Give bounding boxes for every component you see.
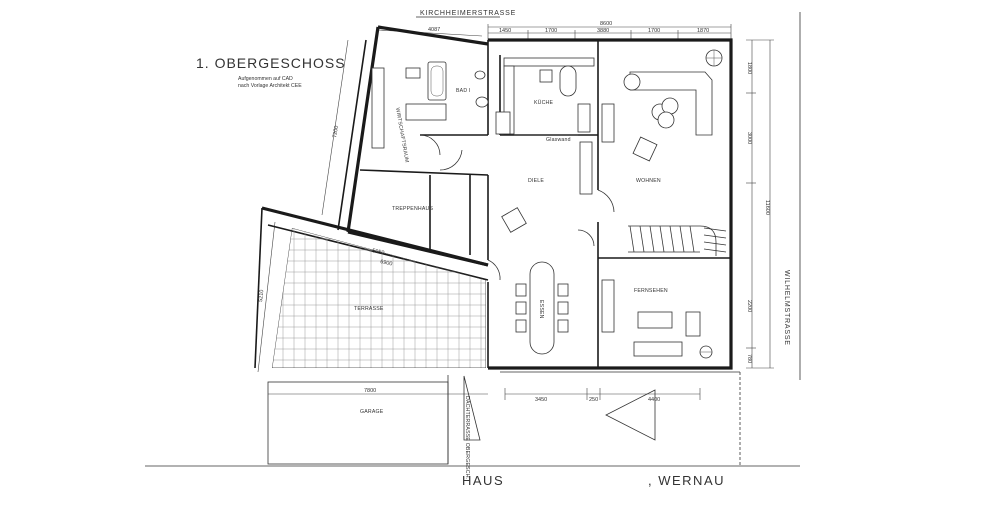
bath-counter (405, 103, 447, 121)
dim-stair-b: 6900 (380, 259, 393, 267)
door-arc-wirtschaft (419, 134, 441, 156)
tv-sofa (633, 341, 683, 357)
sofa-corner (629, 71, 713, 136)
dim-top-seg-1: 1450 (499, 28, 511, 34)
street-north-label: KIRCHHEIMERSTRASSE (420, 10, 516, 17)
door-arc-terrace (487, 259, 501, 281)
dim-right-seg-3: 2200 (746, 300, 752, 312)
dim-left-lower: 5210 (258, 289, 265, 302)
kitchen-appliance (495, 111, 511, 135)
plan-subtitle-line-1: Aufgenommen auf CAD (238, 76, 293, 82)
plant (705, 49, 723, 67)
dim-bottom-seg-2: 250 (589, 397, 598, 403)
dimension-right: 1800 3000 2200 780 11600 (746, 39, 774, 369)
dim-left-upper: 7200 (332, 125, 340, 138)
dim-right-seg-2: 3000 (746, 132, 752, 144)
toilet (474, 70, 486, 80)
room-label-essen: ESSEN (538, 300, 544, 319)
room-label-garage: GARAGE (360, 409, 384, 415)
room-label-fernsehen: FERNSEHEN (634, 288, 668, 294)
plant-tv (699, 345, 713, 359)
roof-triangle-right (605, 389, 656, 441)
street-east-label: WILHELMSTRASSE (783, 270, 790, 346)
coffee-table-circle-2 (661, 97, 679, 115)
dimension-left: 7200 5210 (257, 39, 349, 373)
dim-top-seg-5: 1870 (697, 28, 709, 34)
tv-armchair (685, 311, 701, 337)
kitchen-counter-top (503, 57, 595, 67)
room-label-wohnen: WOHNEN (636, 178, 661, 184)
label-dachterrasse: DACHTERRASSE OBERGESCH. (464, 396, 470, 479)
dim-bottom-seg-3: 4400 (648, 397, 660, 403)
living-cabinet (601, 103, 615, 143)
dim-right-seg-1: 1800 (746, 62, 752, 74)
roof-arrow-left (463, 375, 481, 441)
dim-bottom-seg-1: 3450 (535, 397, 547, 403)
washbasin (475, 96, 489, 108)
dining-table (529, 261, 555, 355)
laundry-cabinets (371, 67, 385, 149)
coffee-table-circle-3 (657, 111, 675, 129)
dimension-top: 8600 1450 1700 3880 1700 1870 4087 (377, 21, 732, 40)
kitchen-cabinet (577, 103, 591, 133)
room-label-kueche: KÜCHE (534, 99, 553, 106)
footer-left: HAUS (462, 473, 504, 488)
terrace-tiles (272, 228, 486, 368)
dim-top-seg-4: 1700 (648, 28, 660, 34)
dimension-bottom: 7800 3450 250 4400 (268, 388, 701, 403)
plan-subtitle-line-2: nach Vorlage Architekt CEE (238, 83, 302, 89)
kitchen-island (559, 65, 577, 97)
dim-top-total: 8600 (600, 21, 612, 27)
footer-right: , WERNAU (648, 473, 725, 488)
staircase (628, 225, 727, 256)
door-arc-wohnen (597, 189, 615, 213)
dim-top-seg-3: 3880 (597, 28, 609, 34)
bathtub (427, 61, 447, 101)
outer-walls (254, 25, 733, 370)
dining-chairs (515, 283, 569, 333)
armchair-living (632, 136, 658, 162)
bath-fixture-1 (405, 67, 421, 79)
room-label-bad: BAD I (456, 88, 471, 94)
dim-right-total: 11600 (764, 200, 770, 215)
door-arc-diele (439, 149, 463, 171)
armchair-hall (501, 207, 527, 233)
kitchen-chair (539, 69, 553, 83)
plan-title: 1. OBERGESCHOSS (196, 55, 346, 71)
armchair-round (623, 73, 641, 91)
dim-top-left: 4087 (428, 27, 440, 33)
dim-top-seg-2: 1700 (545, 28, 557, 34)
dim-stair-a: 5050 (372, 248, 385, 256)
tv-cabinet (601, 279, 615, 333)
tv-table (637, 311, 673, 329)
door-arc-stair (577, 229, 595, 247)
label-glaswand: Glaswand (546, 137, 571, 143)
room-label-treppenhaus: TREPPENHAUS (392, 206, 433, 212)
dim-right-seg-4: 780 (746, 354, 752, 363)
dim-bottom-left: 7800 (364, 388, 376, 394)
room-label-terrasse: TERRASSE (354, 306, 384, 312)
room-label-diele: DIELE (528, 178, 544, 184)
hall-cabinet (579, 141, 593, 195)
